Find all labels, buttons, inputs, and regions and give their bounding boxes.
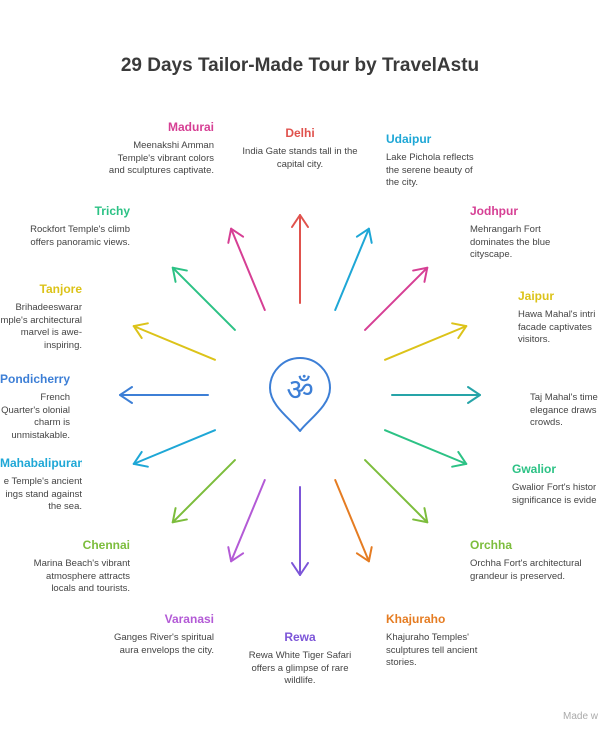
city-label: Jaipur (518, 289, 555, 303)
city-description: Ganges River's spiritual aura envelops t… (113, 632, 214, 656)
arrow-varanasi (227, 478, 266, 563)
node-chennai: Chennai Marina Beach's vibrant atmospher… (20, 538, 130, 596)
arrow-rewa (291, 486, 309, 576)
city-description: Orchha Fort's architectural grandeur is … (470, 558, 582, 582)
city-label: Chennai (82, 538, 130, 552)
node-udaipur: Udaipur Lake Pichola reflects the serene… (386, 132, 486, 190)
arrow-orchha (364, 459, 429, 524)
node-mahabalipuram: Mahabalipuram e Temple's ancient ings st… (0, 456, 82, 514)
node-rewa: Rewa Rewa White Tiger Safari offers a gl… (240, 630, 360, 688)
city-description: Brihadeeswarar mple's architectural marv… (0, 302, 82, 351)
city-description: Lake Pichola reflects the serene beauty … (386, 152, 474, 188)
city-description: Rockfort Temple's climb offers panoramic… (30, 224, 130, 248)
city-description: Hawa Mahal's intri facade captivates vis… (518, 309, 596, 345)
city-label: Udaipur (386, 132, 432, 146)
city-description: Khajuraho Temples' sculptures tell ancie… (386, 632, 478, 668)
made-with-footer: Made w (563, 711, 599, 722)
arrow-agra (391, 386, 481, 404)
city-description: Gwalior Fort's histor significance is ev… (512, 482, 597, 506)
city-description: French Quarter's olonial charm is unmist… (1, 392, 70, 441)
arrow-delhi (291, 214, 309, 304)
node-pondicherry: Pondicherry French Quarter's olonial cha… (0, 372, 70, 442)
arrow-tanjore (132, 322, 217, 361)
city-label: Rewa (284, 630, 316, 644)
diagram-title: 29 Days Tailor-Made Tour by TravelAstu (120, 55, 480, 76)
city-label: Tanjore (39, 282, 82, 296)
city-label: Orchha (470, 538, 513, 552)
arrow-gwalior (383, 429, 468, 468)
node-madurai: Madurai Meenakshi Amman Temple's vibrant… (104, 120, 214, 178)
city-description: Mehrangarh Fort dominates the blue citys… (470, 224, 551, 260)
om-glyph: ॐ (286, 373, 313, 408)
city-label: Mahabalipuram (0, 456, 82, 470)
arrow-khajuraho (334, 478, 373, 563)
arrow-trichy (171, 266, 236, 331)
city-description: Rewa White Tiger Safari offers a glimpse… (248, 650, 352, 686)
node-jaipur: Jaipur Hawa Mahal's intri facade captiva… (518, 289, 600, 347)
node-gwalior: Gwalior Gwalior Fort's histor significan… (512, 462, 600, 507)
arrow-udaipur (334, 227, 373, 312)
om-symbol-icon: ॐ (269, 357, 331, 432)
arrow-jodhpur (364, 266, 429, 331)
city-label: Madurai (167, 120, 214, 134)
city-label: Gwalior (512, 462, 557, 476)
node-agra: Taj Mahal's time elegance draws crowds. (530, 392, 600, 430)
city-label: Jodhpur (470, 204, 518, 218)
city-label: Khajuraho (386, 612, 446, 626)
city-label: Pondicherry (0, 372, 70, 386)
node-tanjore: Tanjore Brihadeeswarar mple's architectu… (0, 282, 82, 352)
arrow-madurai (227, 227, 266, 312)
arrow-jaipur (383, 322, 468, 361)
node-orchha: Orchha Orchha Fort's architectural grand… (470, 538, 582, 583)
node-khajuraho: Khajuraho Khajuraho Temples' sculptures … (386, 612, 488, 670)
city-description: India Gate stands tall in the capital ci… (242, 146, 358, 170)
city-label: Delhi (285, 126, 315, 140)
arrow-mahabalipuram (132, 429, 217, 468)
arrow-pondicherry (119, 386, 209, 404)
city-description: e Temple's ancient ings stand against th… (3, 476, 82, 512)
city-description: Taj Mahal's time elegance draws crowds. (530, 392, 598, 428)
arrow-chennai (171, 459, 236, 524)
node-delhi: Delhi India Gate stands tall in the capi… (235, 126, 365, 171)
node-varanasi: Varanasi Ganges River's spiritual aura e… (104, 612, 214, 657)
city-description: Meenakshi Amman Temple's vibrant colors … (108, 140, 214, 176)
city-description: Marina Beach's vibrant atmosphere attrac… (33, 558, 130, 594)
node-jodhpur: Jodhpur Mehrangarh Fort dominates the bl… (470, 204, 570, 262)
node-trichy: Trichy Rockfort Temple's climb offers pa… (30, 204, 130, 249)
city-label: Trichy (94, 204, 130, 218)
city-label: Varanasi (164, 612, 214, 626)
